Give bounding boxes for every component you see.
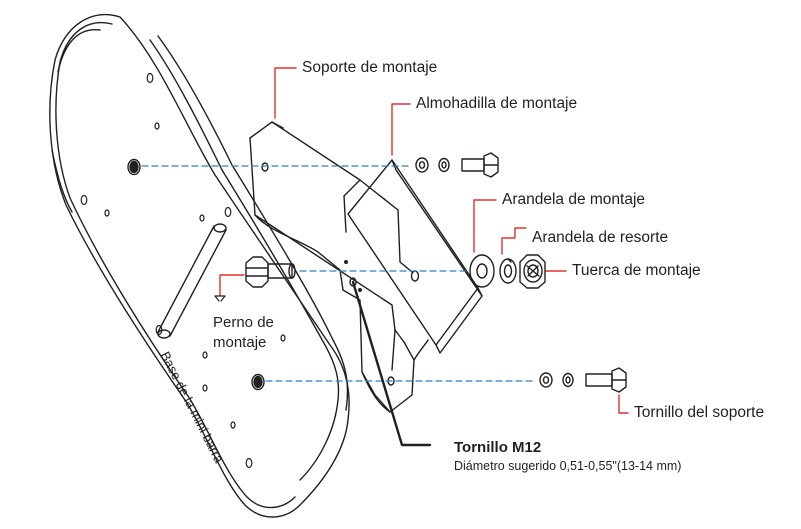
- base-mount-holes: [127, 158, 265, 391]
- flat-washer-label: Arandela de montaje: [502, 191, 646, 208]
- base-rod: [157, 223, 227, 339]
- mounting-pad: [347, 159, 483, 354]
- pad-label: Almohadilla de montaje: [416, 95, 578, 112]
- lightbar-base: [49, 13, 350, 518]
- bottom-bracket-screw: [539, 367, 627, 393]
- bracket-label: Soporte de montaje: [302, 59, 438, 76]
- alignment-lines: [141, 165, 537, 382]
- nut-label: Tuerca de montaje: [572, 262, 701, 279]
- bolt-label-line1: Perno de: [213, 314, 274, 331]
- m12-title: Tornillo M12: [454, 439, 542, 456]
- mounting-bolt: [245, 256, 296, 288]
- spring-washer: [499, 258, 517, 284]
- red-arrow-icon: [214, 295, 226, 302]
- flat-washer: [469, 254, 495, 288]
- spring-washer-label: Arandela de resorte: [532, 229, 669, 246]
- bolt-label-line2: montaje: [213, 334, 267, 351]
- mounting-nut: [519, 254, 546, 289]
- callouts: [219, 67, 629, 414]
- bracket-screw-label: Tornillo del soporte: [634, 404, 765, 421]
- top-bracket-screw: [415, 152, 499, 178]
- m12-note: Diámetro sugerido 0,51-0,55"(13-14 mm): [454, 459, 682, 473]
- mounting-bracket: [249, 121, 429, 413]
- base-holes: [80, 72, 286, 469]
- m12-pointer: [351, 280, 432, 447]
